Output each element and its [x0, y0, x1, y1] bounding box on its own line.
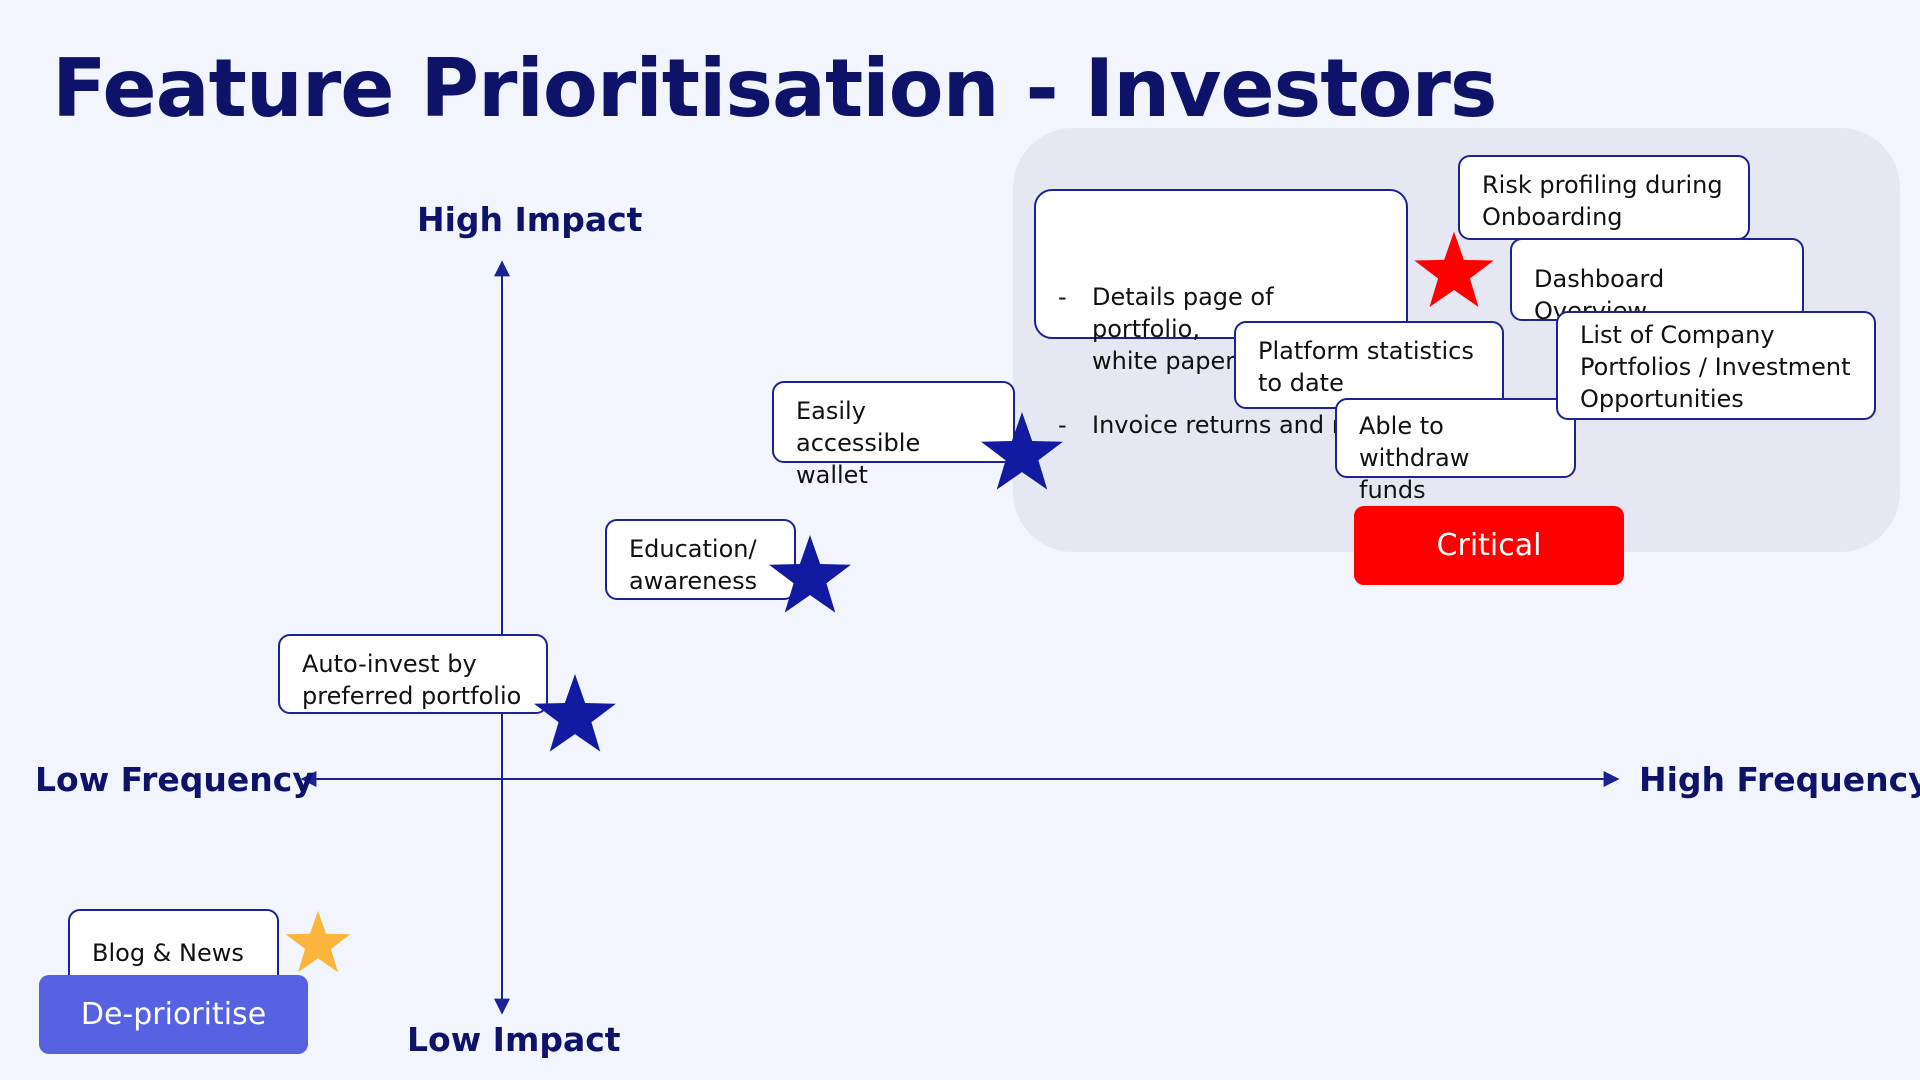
y-axis-top-label: High Impact: [417, 200, 643, 239]
page-title: Feature Prioritisation - Investors: [52, 42, 1498, 135]
x-axis-left-label: Low Frequency: [35, 760, 314, 799]
feature-card-platform-stats: Platform statistics to date: [1234, 321, 1504, 409]
feature-card-withdraw: Able to withdraw funds: [1335, 398, 1576, 504]
wallet-star-icon: [981, 411, 1063, 490]
feature-card-auto-invest: Auto-invest by preferred portfolio: [278, 634, 548, 714]
feature-card-blog: Blog & News: [68, 909, 279, 987]
feature-card-risk-profiling: Risk profiling during Onboarding: [1458, 155, 1750, 240]
critical-star-icon: [1414, 231, 1494, 307]
auto-invest-star-icon: [534, 673, 616, 752]
feature-card-wallet: Easily accessible wallet: [772, 381, 1015, 489]
x-axis-right-label: High Frequency: [1639, 760, 1920, 799]
education-star-icon: [769, 534, 851, 613]
critical-label: Critical: [1354, 506, 1624, 585]
y-axis-bottom-label: Low Impact: [407, 1020, 621, 1059]
feature-card-company-portfolios: List of Company Portfolios / Investment …: [1556, 311, 1876, 420]
feature-card-dashboard: Dashboard Overview: [1510, 238, 1804, 325]
feature-card-details-portfolio: Details page of portfolio, white paper, …: [1034, 189, 1408, 441]
feature-card-education: Education/ awareness: [605, 519, 796, 600]
deprioritise-label: De-prioritise: [39, 975, 308, 1054]
deprioritise-star-icon: [285, 910, 351, 973]
